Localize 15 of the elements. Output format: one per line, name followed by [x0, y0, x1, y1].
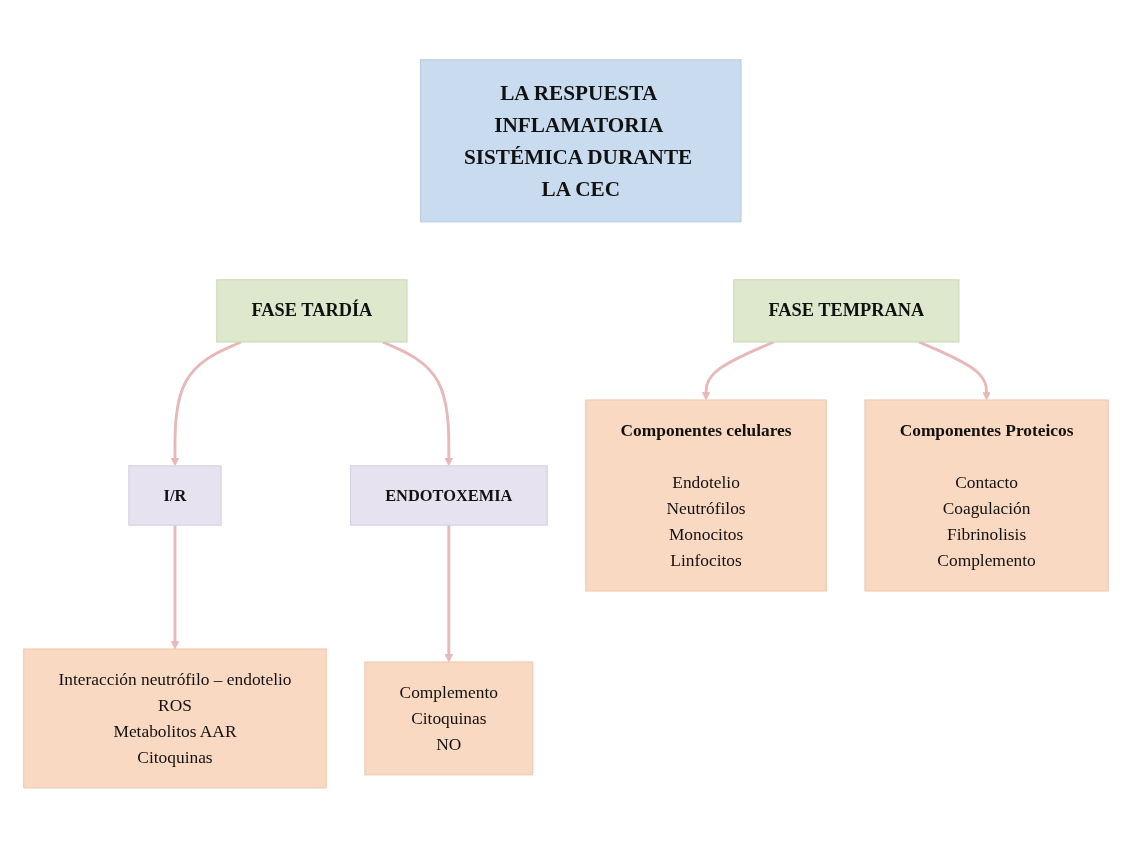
arrow	[170, 524, 180, 649]
node-box: ENDOTOXEMIA	[349, 465, 548, 526]
node-box: FASE TARDÍA	[216, 278, 408, 343]
arrow	[382, 340, 454, 466]
node-box: LA RESPUESTA INFLAMATORIA SISTÉMICA DURANTE LA CEC	[420, 58, 742, 223]
arrow	[918, 340, 991, 400]
node-box: FASE TEMPRANA	[733, 278, 960, 343]
node-box: Interacción neutrófilo – endotelio ROS Metabolitos AAR Citoquinas	[23, 648, 327, 789]
arrow	[444, 524, 454, 663]
node-box: Componentes celulares Endotelio Neutrófilos Monocitos Linfocitos	[585, 399, 827, 592]
node-box: I/R	[128, 465, 222, 526]
arrow	[170, 340, 242, 466]
arrow	[701, 340, 775, 400]
node-box: Complemento Citoquinas NO	[364, 661, 534, 776]
node-box: Componentes Proteicos Contacto Coagulación Fibrinolisis Complemento	[864, 399, 1109, 592]
